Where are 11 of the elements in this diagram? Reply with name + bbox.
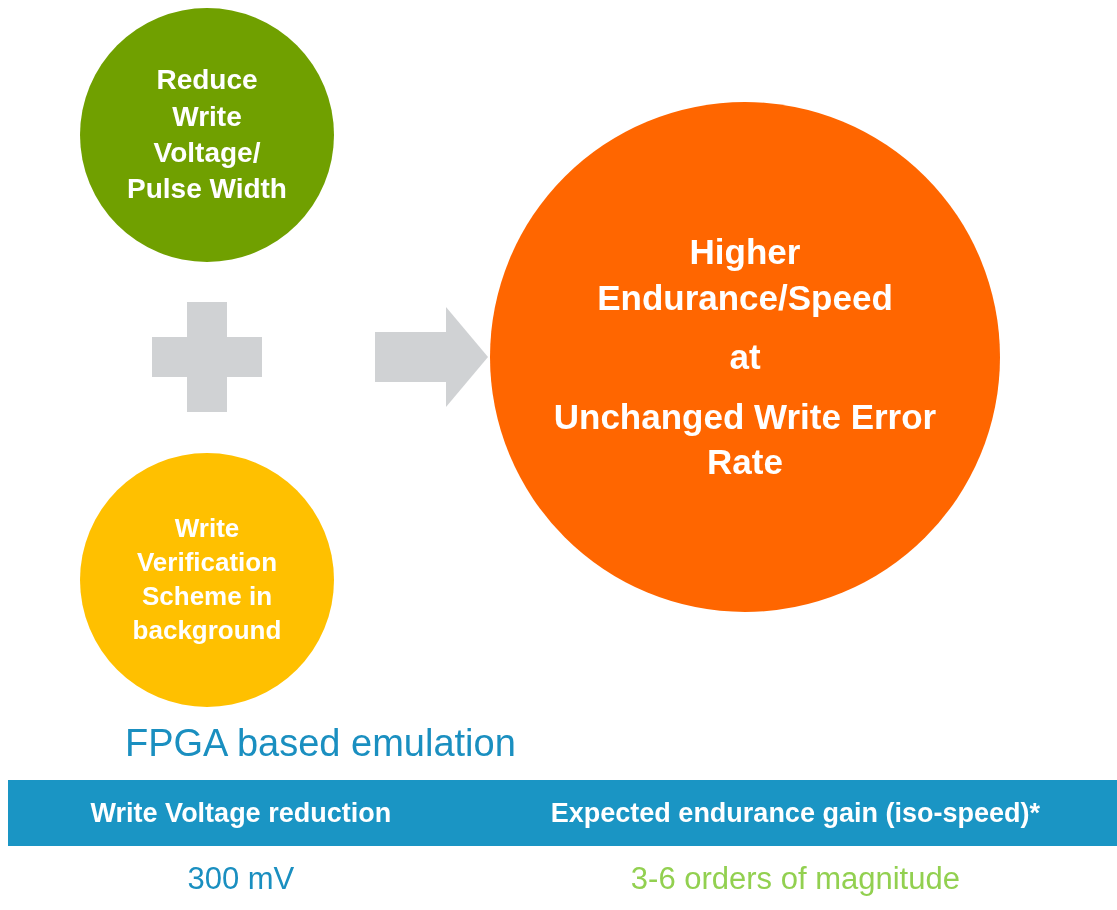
node-text: Unchanged Write Error Rate bbox=[552, 395, 938, 484]
node-text: at bbox=[729, 336, 761, 379]
table-title: FPGA based emulation bbox=[125, 722, 516, 765]
column-header: Expected endurance gain (iso-speed)* bbox=[473, 780, 1117, 846]
node-text: Higher Endurance/Speed bbox=[596, 231, 894, 319]
column-header: Write Voltage reduction bbox=[8, 780, 474, 846]
node-text: Write Verification Scheme in background bbox=[131, 512, 283, 647]
table-cell: 3-6 orders of magnitude bbox=[473, 846, 1117, 910]
block-arrow bbox=[375, 307, 488, 407]
table-cell: 300 mV bbox=[8, 846, 474, 910]
node-text: Reduce Write Voltage/ Pulse Width bbox=[126, 63, 288, 207]
